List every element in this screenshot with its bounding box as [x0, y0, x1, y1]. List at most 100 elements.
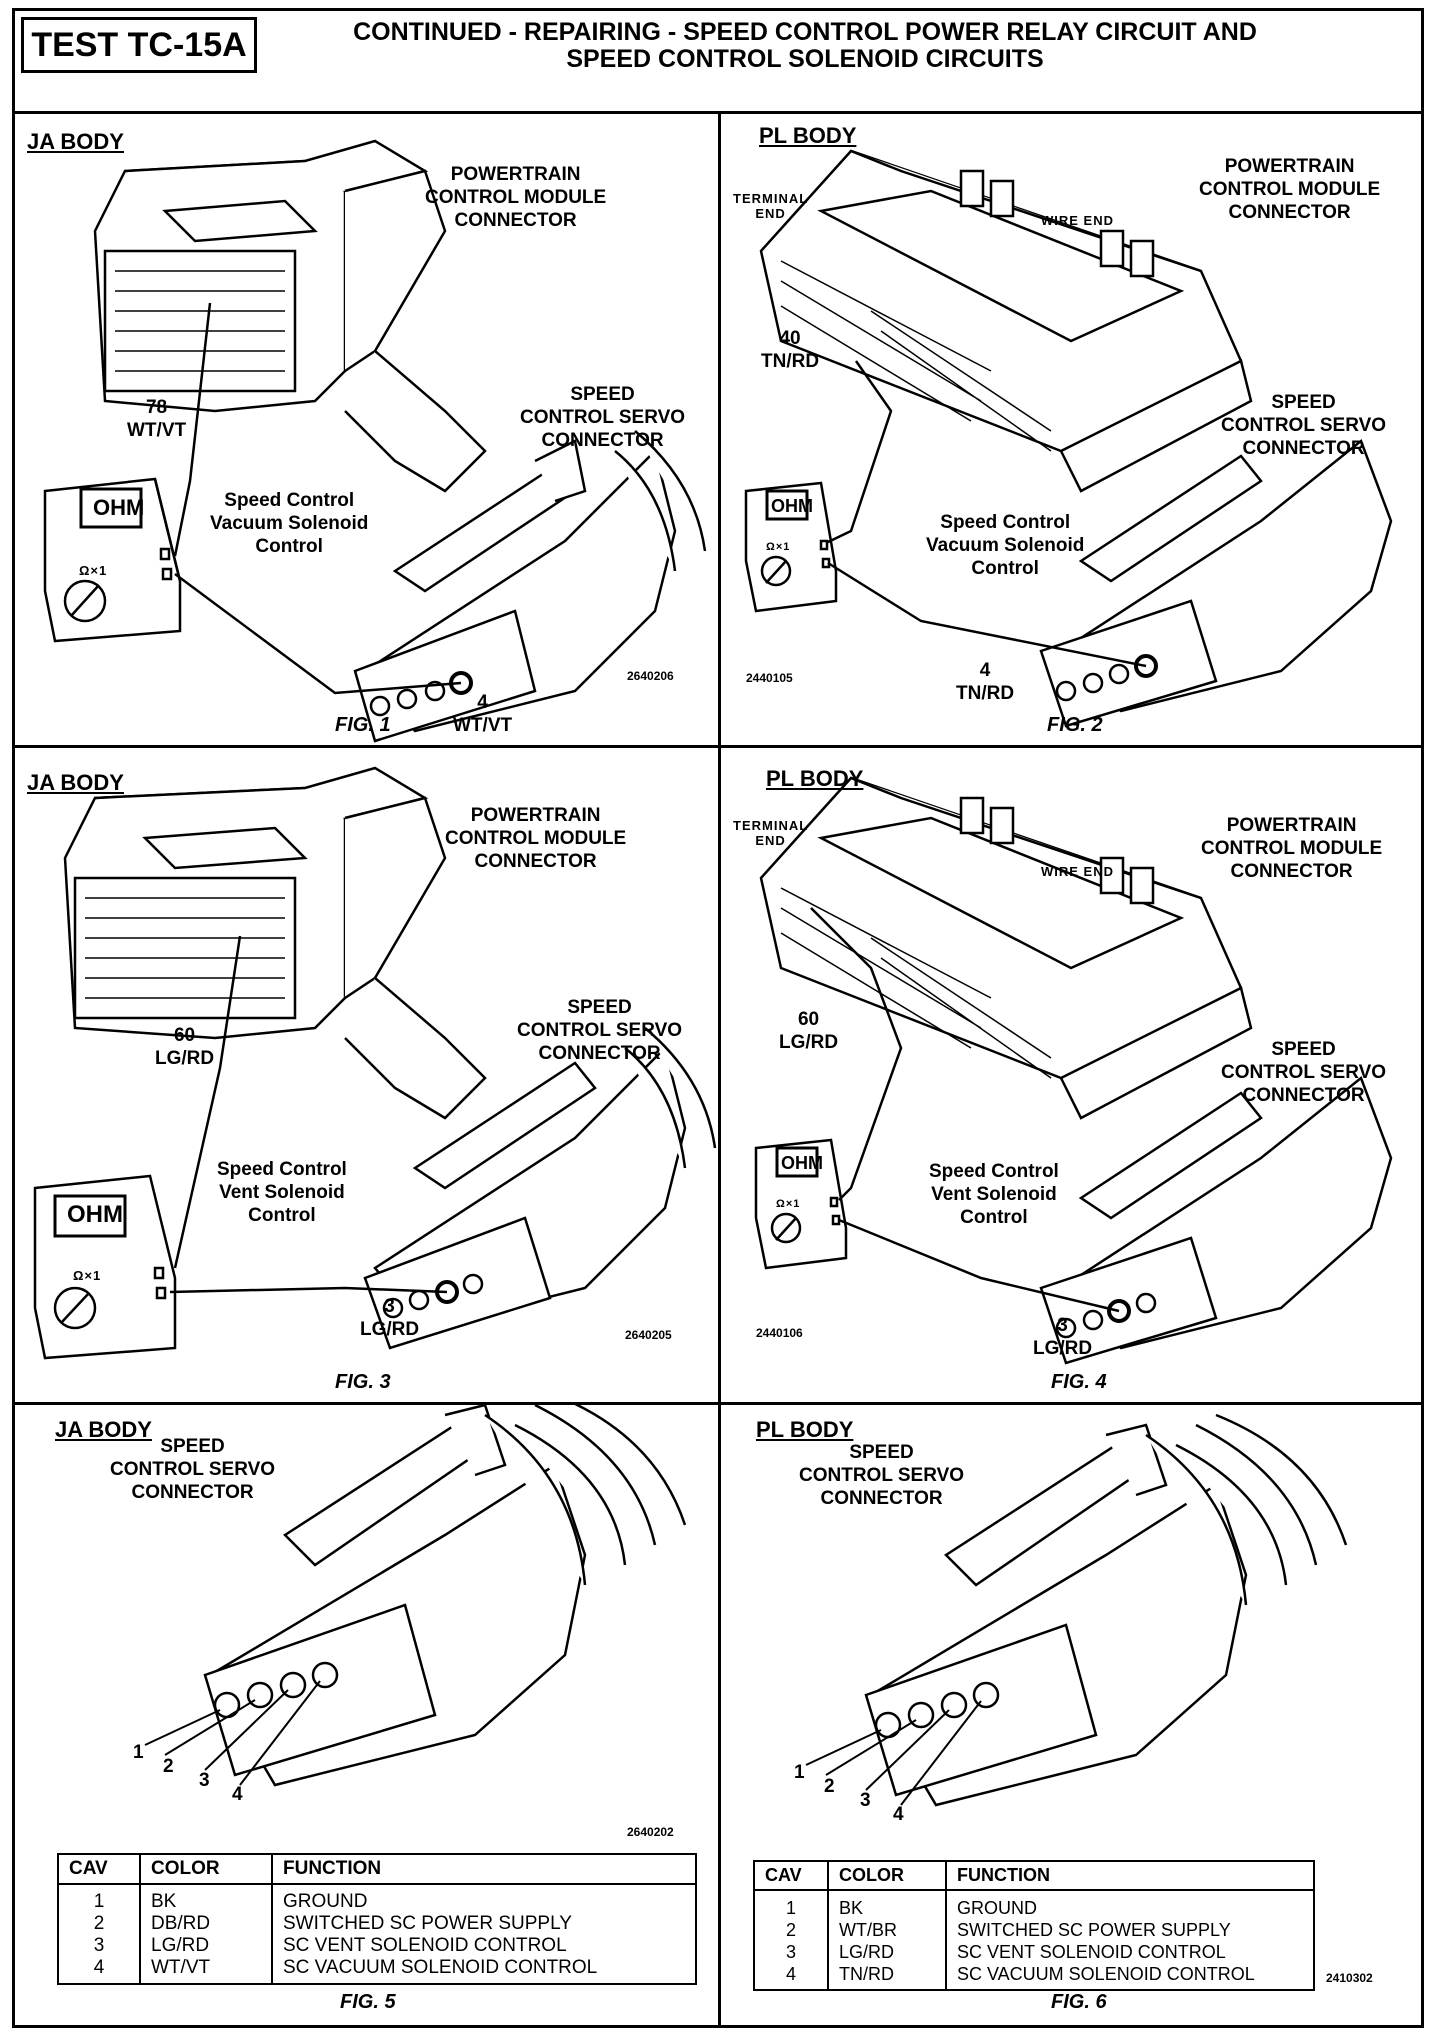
terminal-end-line-2: END: [755, 206, 786, 221]
pin-label-4: 4: [232, 1784, 243, 1805]
cell-color: BK: [139, 1884, 273, 1913]
servo-label-line-3: CONNECTOR: [541, 430, 664, 451]
pcm-pin-grid: [85, 897, 285, 999]
test-lead-wires: [173, 302, 462, 695]
title-line-1: CONTINUED - REPAIRING - SPEED CONTROL PO…: [353, 18, 1257, 46]
servo-connector-label: SPEED CONTROL SERVO CONNECTOR: [1221, 391, 1386, 460]
ohmmeter-drawing: [754, 1138, 848, 1270]
circuit-label-line-3: Control: [248, 1205, 316, 1226]
cell-cav: 4: [753, 1963, 829, 1990]
figure-caption: FIG. 4: [1051, 1371, 1107, 1393]
pcm-pin-grid: [115, 270, 285, 372]
pin-label-4: 4: [893, 1804, 904, 1825]
cell-color: LG/RD: [139, 1935, 273, 1957]
pcm-label-line-3: CONNECTOR: [454, 210, 577, 231]
servo-wire-color: WT/VT: [453, 715, 513, 736]
header-function: FUNCTION: [945, 1860, 1315, 1891]
servo-label-line-1: SPEED: [570, 384, 635, 405]
table-row: 4 WT/VT SC VACUUM SOLENOID CONTROL: [57, 1957, 697, 1984]
pcm-label-line-3: CONNECTOR: [474, 851, 597, 872]
cell-color: BK: [827, 1890, 947, 1919]
meter-display-text: OHM: [67, 1201, 123, 1228]
servo-wire-color: LG/RD: [1033, 1338, 1093, 1359]
servo-label-line-2: CONTROL SERVO: [1221, 415, 1387, 436]
pcm-connector-label: POWERTRAIN CONTROL MODULE CONNECTOR: [425, 163, 606, 232]
cell-function: GROUND: [271, 1884, 697, 1913]
pcm-label-line-1: POWERTRAIN: [1226, 815, 1357, 836]
pin-label-1: 1: [133, 1742, 144, 1763]
cell-cav: 2: [753, 1919, 829, 1941]
pcm-pin-number: 60: [173, 1025, 196, 1046]
terminal-end-line-2: END: [755, 833, 786, 848]
pin-label-3: 3: [860, 1790, 871, 1811]
figure-caption: FIG. 1: [335, 714, 391, 736]
servo-label-line-3: CONNECTOR: [1242, 1085, 1365, 1106]
body-label: PL BODY: [766, 766, 864, 791]
header-cav: CAV: [57, 1853, 141, 1885]
figure-reference-number: 2640205: [625, 1328, 672, 1342]
figure-reference-number: 2640202: [627, 1825, 674, 1839]
pcm-connector-label: POWERTRAIN CONTROL MODULE CONNECTOR: [445, 804, 626, 873]
terminal-end-line-1: TERMINAL: [733, 191, 809, 206]
header-function: FUNCTION: [271, 1853, 697, 1885]
figure-caption: FIG. 3: [335, 1371, 391, 1393]
figure-caption: FIG. 2: [1047, 714, 1103, 736]
circuit-label-line-3: Control: [971, 558, 1039, 579]
servo-label-line-2: CONTROL SERVO: [520, 407, 686, 428]
circuit-label: Speed Control Vacuum Solenoid Control: [926, 511, 1084, 580]
figure-3-panel: JA BODY POWERTRAIN CONTROL MODULE CONNEC…: [15, 748, 721, 1405]
servo-label-line-3: CONNECTOR: [131, 1482, 254, 1503]
figure-3-illustration: [33, 766, 717, 1360]
figure-5-panel: JA BODY SPEED CONTROL SERVO CONNECTOR 1 …: [15, 1405, 721, 2025]
figure-2-panel: PL BODY TERMINAL END WIRE END POWERTRAIN…: [721, 111, 1421, 748]
servo-label-line-2: CONTROL SERVO: [799, 1465, 965, 1486]
pcm-label-line-2: CONTROL MODULE: [1199, 179, 1381, 200]
pcm-label-line-2: CONTROL MODULE: [445, 828, 627, 849]
test-lead-wires: [169, 935, 448, 1294]
figure-6-panel: PL BODY SPEED CONTROL SERVO CONNECTOR 1 …: [721, 1405, 1421, 2025]
circuit-label-line-1: Speed Control: [929, 1161, 1059, 1182]
cell-cav: 1: [57, 1884, 141, 1913]
servo-label-line-2: CONTROL SERVO: [110, 1459, 276, 1480]
servo-pin-number: 4: [979, 660, 991, 681]
terminal-end-label: TERMINAL END: [733, 818, 808, 848]
circuit-label-line-3: Control: [255, 536, 323, 557]
servo-connector-drawing: [1039, 1075, 1393, 1365]
servo-pin-number: 4: [477, 692, 488, 713]
cell-color: WT/BR: [827, 1919, 947, 1941]
pcm-connector-drawing: [93, 139, 487, 493]
circuit-label-line-2: Vent Solenoid: [931, 1184, 1057, 1205]
cell-function: GROUND: [945, 1890, 1315, 1919]
servo-label-line-1: SPEED: [160, 1436, 225, 1457]
figure-1-panel: JA BODY POWERTRAIN CONTROL MODULE CONNEC…: [15, 111, 721, 748]
table-row: 3 LG/RD SC VENT SOLENOID CONTROL: [57, 1935, 697, 1957]
service-manual-page: TEST TC-15A CONTINUED - REPAIRING - SPEE…: [12, 8, 1424, 2028]
cell-cav: 3: [753, 1941, 829, 1963]
servo-label-line-2: CONTROL SERVO: [517, 1020, 683, 1041]
servo-connector-drawing: [363, 1027, 717, 1350]
pin-label-2: 2: [824, 1776, 835, 1797]
table-row: 3 LG/RD SC VENT SOLENOID CONTROL: [753, 1941, 1315, 1963]
pcm-wire-color: TN/RD: [761, 351, 820, 372]
page-header: TEST TC-15A CONTINUED - REPAIRING - SPEE…: [15, 11, 1421, 114]
circuit-label-line-2: Vacuum Solenoid: [210, 513, 369, 534]
meter-display-text: OHM: [771, 496, 813, 516]
body-label: PL BODY: [759, 123, 857, 148]
figure-1-illustration: [43, 139, 707, 743]
figure-5-illustration: [144, 1405, 687, 1787]
pcm-label-line-2: CONTROL MODULE: [425, 187, 607, 208]
pcm-pin-number: 78: [145, 397, 168, 418]
pin-label-2: 2: [163, 1756, 174, 1777]
cell-cav: 3: [57, 1935, 141, 1957]
circuit-label-line-1: Speed Control: [940, 512, 1071, 533]
table-row: 1 BK GROUND: [57, 1884, 697, 1913]
servo-wire-color: TN/RD: [956, 683, 1015, 704]
pcm-pin-rows: [780, 260, 1052, 452]
servo-pin-number: 3: [1057, 1315, 1068, 1336]
figure-6-illustration: [805, 1413, 1348, 1807]
body-label: PL BODY: [756, 1417, 854, 1442]
cell-color: LG/RD: [827, 1941, 947, 1963]
ohmmeter-drawing: [33, 1174, 177, 1360]
servo-label-line-1: SPEED: [1271, 392, 1336, 413]
servo-label-line-1: SPEED: [567, 997, 632, 1018]
